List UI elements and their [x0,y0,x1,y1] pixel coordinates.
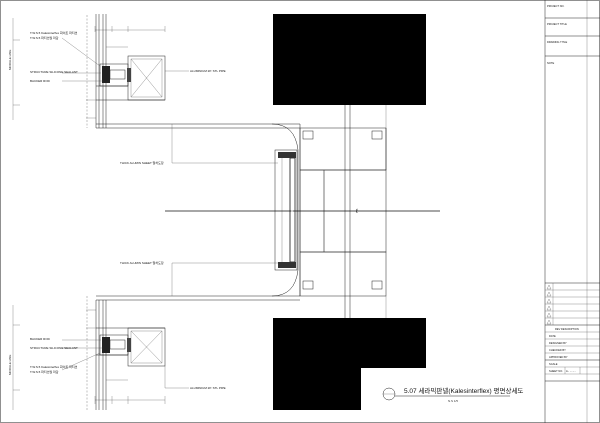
callout-bottom-glass-spec2: T.W.S.5 파티션월 마감 [30,369,59,374]
tb-row-approved: APPROVED BY [549,355,568,359]
tb-sheet-no: A - - - - - [566,369,576,373]
callout-bottom-glass-spec: T.W.S.5 Kalesinterflex 화이트 파티션 [30,364,78,369]
top-joint-detail [12,14,300,129]
tb-row-checked: CHECKED BY [549,348,566,352]
tb-row-designed: DESIGNED BY [549,341,567,345]
tb-row-sheet: SHEET NO. [549,369,563,373]
callout-top-glass-spec2: T.W.S.5 파티션월 마감 [30,35,59,40]
detail-scale: N.S 1/5 [448,399,458,403]
callout-bottom-backer: BACKER ROD [30,337,51,341]
bottom-joint-detail [12,296,189,410]
callout-thick-mullion-top: THICK ALUMIN SHEET 말차도장 [120,160,164,165]
detail-title-text: 5.07 세라믹판넬(Kalesinterflex) 평면상세도 [404,386,523,395]
detail-title: 5.07 세라믹판넬(Kalesinterflex) 평면상세도 N.S 1/5 [382,386,523,403]
callout-top-glass-spec: T.W.S.5 Kalesinterflex 화이트 파티션 [30,30,78,35]
redacted-block-top [273,14,426,105]
center-corner-detail [96,105,387,318]
callout-top-pipe: ALUMINIUM 2P. STL PIPE [190,69,226,73]
tb-row-date: DATE [549,334,556,338]
tb-notes: NOTE [547,61,554,65]
tb-project-title: PROJECT TITLE [547,22,567,26]
callout-thick-mullion-bottom: THICK ALUMIN SHEET 말차도장 [120,260,164,265]
dim-label-bottom: MODULE LINE [8,355,12,375]
tb-row-scale: SCALE [549,362,558,366]
tb-drawing-title: DRAWING TITLE [547,40,567,44]
callout-top-structure: STRUCTURE SILICONE SEALANT [30,70,78,74]
centerline-symbol: ℓ [356,208,358,215]
dim-label-top: MODULE LINE [8,50,12,70]
revision-table [545,283,600,326]
callout-top-backer: BACKER ROD [30,79,51,83]
callout-bottom-structure: STRUCTURE SILICONE SEALANT [30,346,78,350]
redacted-block-bottom [273,318,426,368]
title-block [544,0,600,423]
redacted-block-bottom-left [273,368,361,410]
tb-revision-header: REV DESCRIPTION [555,327,579,331]
callout-bottom-pipe: ALUMINIUM 2P. STL PIPE [190,386,226,390]
tb-project-no: PROJECT NO. [547,4,565,8]
